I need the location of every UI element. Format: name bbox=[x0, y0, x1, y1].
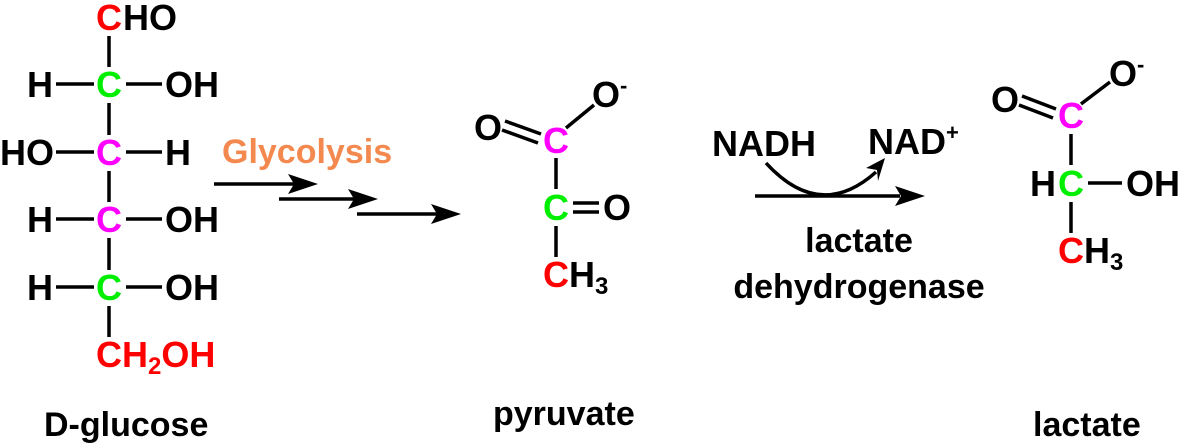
glucose-c3-h: H bbox=[165, 132, 191, 173]
cofactor-curved-arrow-head bbox=[866, 158, 885, 181]
pyruvate-bond-co-double-a bbox=[504, 119, 542, 136]
pyruvate-o-minus: O- bbox=[592, 73, 627, 115]
lactate-bond-co-single bbox=[1079, 80, 1112, 106]
lactate-methyl: CH3 bbox=[1058, 230, 1123, 276]
enzyme-label-line1: lactate bbox=[805, 222, 913, 260]
lactate-c2: C bbox=[1058, 163, 1084, 204]
glycolysis-arrow-3-head bbox=[431, 204, 461, 224]
glucose-c5-h: H bbox=[27, 267, 53, 308]
glucose-c2-oh: OH bbox=[165, 64, 219, 105]
glucose-c4-carbon: C bbox=[96, 199, 122, 240]
glucose-c6-ch: CH2OH bbox=[96, 334, 215, 380]
pyruvate-carboxyl-o: O bbox=[474, 107, 502, 148]
lactate-bond-co-double-b bbox=[1018, 103, 1054, 120]
glycolysis-arrows bbox=[214, 174, 461, 224]
glucose-c5-carbon: C bbox=[96, 267, 122, 308]
pyruvate-keto-c: C bbox=[543, 187, 569, 228]
cofactor-curved-arrow bbox=[764, 161, 878, 197]
lactate-structure: O C O- H C OH CH3 bbox=[991, 52, 1180, 276]
nadh-label: NADH bbox=[712, 123, 816, 164]
glucose-c3-carbon: C bbox=[96, 132, 122, 173]
nad-plus-label: NAD+ bbox=[868, 120, 959, 162]
pyruvate-bond-co-double-b bbox=[501, 128, 539, 145]
glucose-name: D-glucose bbox=[44, 406, 208, 444]
pyruvate-keto-o: O bbox=[603, 187, 631, 228]
glucose-c1-carbon: C bbox=[96, 0, 122, 38]
lactate-oh: OH bbox=[1126, 163, 1180, 204]
lactate-bond-co-double-a bbox=[1021, 94, 1057, 111]
pyruvate-bond-co-single bbox=[564, 103, 596, 130]
pyruvate-structure: O C O- C O CH3 bbox=[474, 73, 631, 300]
ldh-main-arrow-head bbox=[895, 186, 925, 206]
pyruvate-methyl: CH3 bbox=[543, 254, 608, 300]
lactate-h: H bbox=[1030, 163, 1056, 204]
lactate-carboxyl-o: O bbox=[991, 79, 1019, 120]
lactate-o-minus: O- bbox=[1109, 52, 1144, 94]
glucose-structure: C HO H C OH HO C H H C OH H C OH CH2OH bbox=[0, 0, 219, 380]
lactate-name: lactate bbox=[1033, 406, 1141, 444]
glucose-c2-h: H bbox=[27, 64, 53, 105]
ldh-arrow bbox=[755, 158, 925, 206]
pyruvate-name: pyruvate bbox=[493, 395, 635, 433]
glucose-c3-ho: HO bbox=[0, 132, 54, 173]
lactate-carboxyl-c: C bbox=[1058, 95, 1084, 136]
glucose-c1-ho: HO bbox=[123, 0, 177, 38]
glycolysis-label: Glycolysis bbox=[222, 133, 392, 171]
enzyme-label-line2: dehydrogenase bbox=[733, 268, 984, 306]
glucose-c4-h: H bbox=[27, 199, 53, 240]
glycolysis-arrow-1-head bbox=[288, 174, 318, 194]
glucose-c5-oh: OH bbox=[165, 267, 219, 308]
glucose-c4-oh: OH bbox=[165, 199, 219, 240]
glucose-c2-carbon: C bbox=[96, 64, 122, 105]
pyruvate-carboxyl-c: C bbox=[543, 120, 569, 161]
glycolysis-arrow-2-head bbox=[348, 189, 378, 209]
